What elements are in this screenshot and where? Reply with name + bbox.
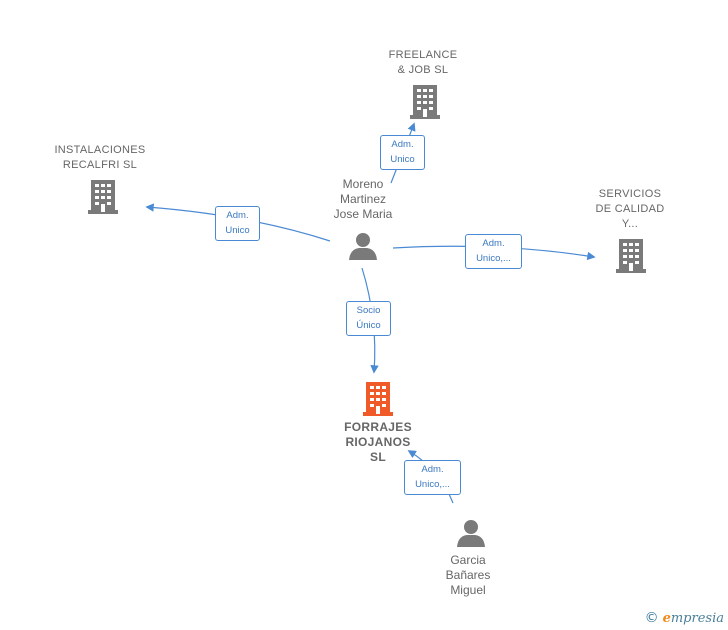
brand-logo: ©empresia bbox=[645, 610, 724, 626]
freelance-label: FREELANCE & JOB SL bbox=[373, 48, 473, 78]
edge-label-line: Único bbox=[356, 320, 381, 331]
building-icon[interactable] bbox=[87, 178, 119, 214]
edge-label-moreno-forrajes[interactable]: Socio Único bbox=[346, 301, 391, 336]
forrajes-label: FORRAJES RIOJANOS SL bbox=[328, 420, 428, 465]
servicios-label-line: SERVICIOS bbox=[598, 188, 662, 200]
edge-label-moreno-instalaciones[interactable]: Adm. Unico bbox=[215, 206, 260, 241]
moreno-label: Moreno Martinez Jose Maria bbox=[313, 177, 413, 222]
edge-label-garcia-forrajes[interactable]: Adm. Unico,... bbox=[404, 460, 461, 495]
moreno-label-line: Moreno bbox=[342, 177, 384, 191]
edge-label-line: Adm. bbox=[226, 210, 249, 221]
forrajes-label-line: SL bbox=[370, 450, 386, 464]
forrajes-label-line: RIOJANOS bbox=[345, 435, 411, 449]
building-icon[interactable] bbox=[615, 237, 647, 273]
edge-label-line: Adm. bbox=[421, 464, 444, 475]
building-icon[interactable] bbox=[362, 380, 394, 416]
forrajes-label-line: FORRAJES bbox=[344, 420, 412, 434]
garcia-label-line: Miguel bbox=[450, 583, 486, 597]
instalaciones-label-line: RECALFRI SL bbox=[62, 159, 138, 171]
freelance-label-line: & JOB SL bbox=[397, 64, 449, 76]
person-icon[interactable] bbox=[348, 231, 378, 261]
servicios-label-line: DE CALIDAD bbox=[595, 203, 665, 215]
edge-label-moreno-servicios[interactable]: Adm. Unico,... bbox=[465, 234, 522, 269]
garcia-label: Garcia Bañares Miguel bbox=[418, 553, 518, 598]
building-icon[interactable] bbox=[409, 83, 441, 119]
brand-name: mpresia bbox=[670, 611, 724, 626]
edge-label-line: Unico bbox=[390, 154, 415, 165]
person-icon[interactable] bbox=[456, 518, 486, 548]
freelance-label-line: FREELANCE bbox=[388, 49, 458, 61]
edge-label-line: Socio bbox=[356, 305, 381, 316]
garcia-label-line: Garcia bbox=[450, 553, 486, 567]
edge-label-line: Adm. bbox=[482, 238, 505, 249]
edge-label-line: Unico,... bbox=[476, 253, 511, 264]
servicios-label: SERVICIOS DE CALIDAD Y... bbox=[580, 187, 680, 232]
edge-label-line: Adm. bbox=[391, 139, 414, 150]
brand-initial: e bbox=[662, 611, 671, 626]
instalaciones-label-line: INSTALACIONES bbox=[54, 144, 146, 156]
moreno-label-line: Jose Maria bbox=[333, 207, 393, 221]
edge-label-line: Unico bbox=[225, 225, 250, 236]
edge-label-moreno-freelance[interactable]: Adm. Unico bbox=[380, 135, 425, 170]
servicios-label-line: Y... bbox=[621, 218, 639, 230]
edge-label-line: Unico,... bbox=[415, 479, 450, 490]
garcia-label-line: Bañares bbox=[445, 568, 491, 582]
instalaciones-label: INSTALACIONES RECALFRI SL bbox=[40, 143, 160, 173]
moreno-label-line: Martinez bbox=[339, 192, 386, 206]
copyright-symbol: © bbox=[644, 610, 659, 626]
